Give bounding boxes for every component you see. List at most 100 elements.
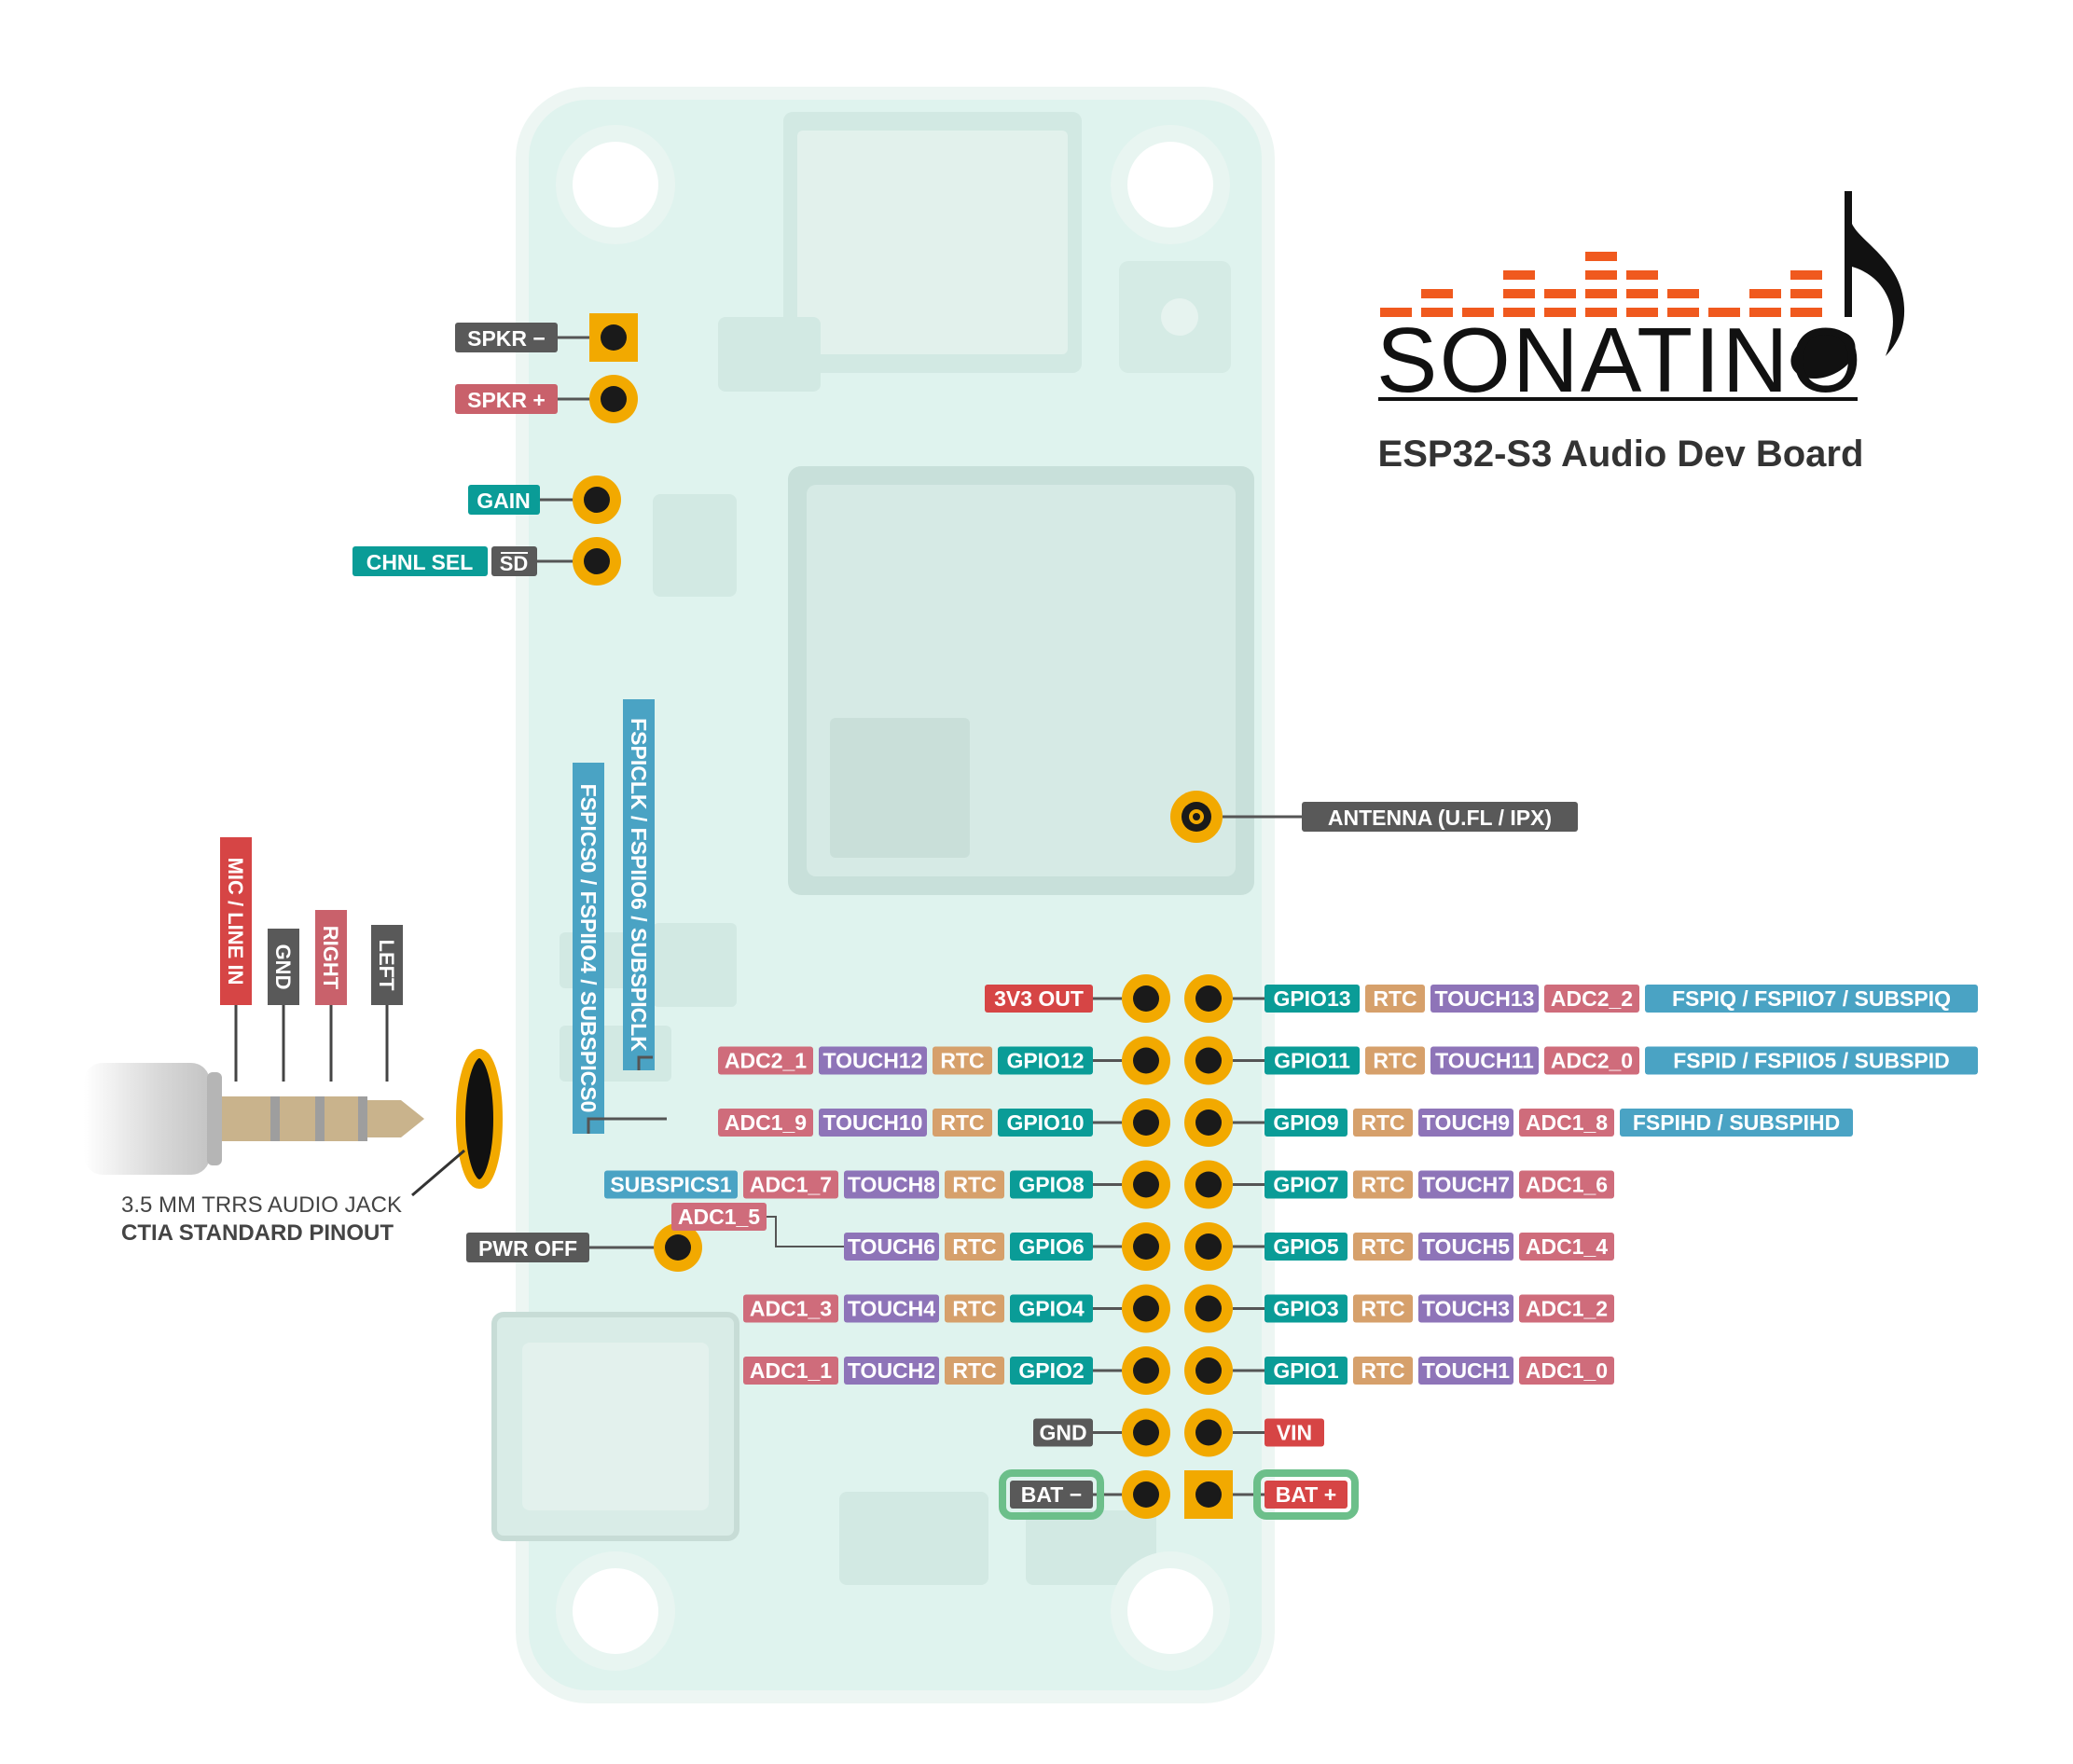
header-pad-hole	[1195, 985, 1222, 1012]
eq-bar-segment	[1749, 308, 1781, 317]
pin-label-right: ADC2_0	[1544, 1046, 1639, 1075]
pin-label-right: RTC	[1353, 1357, 1413, 1385]
pin-label-right: ADC1_0	[1519, 1357, 1614, 1385]
svg-text:TOUCH4: TOUCH4	[848, 1297, 935, 1321]
pin-label-left: TOUCH4	[844, 1294, 939, 1323]
pin-label-left: TOUCH10	[819, 1109, 927, 1137]
label-spkr-minus: SPKR −	[467, 326, 546, 351]
eq-bar-segment	[1585, 270, 1617, 280]
svg-text:BAT −: BAT −	[1021, 1482, 1082, 1507]
svg-text:ADC1_6: ADC1_6	[1526, 1173, 1608, 1197]
label-fspics0: FSPICS0 / FSPIIO4 / SUBSPICS0	[576, 784, 601, 1113]
pin-label-left: TOUCH2	[844, 1357, 939, 1385]
pin-label-left: ADC1_7	[743, 1170, 838, 1199]
svg-text:TOUCH2: TOUCH2	[848, 1358, 935, 1383]
svg-text:RTC: RTC	[952, 1358, 996, 1383]
pin-label-left: ADC1_9	[718, 1109, 813, 1137]
svg-text:ADC1_1: ADC1_1	[750, 1358, 832, 1383]
label-gain: GAIN	[477, 489, 531, 513]
svg-text:RTC: RTC	[940, 1049, 984, 1073]
pin-label-right: FSPIQ / FSPIIO7 / SUBSPIQ	[1645, 985, 1978, 1013]
pin-label-left: TOUCH12	[819, 1046, 927, 1075]
eq-bar-segment	[1544, 289, 1576, 298]
eq-bar-segment	[1503, 289, 1535, 298]
header-pad-hole	[1195, 1295, 1222, 1322]
pin-label-right: RTC	[1365, 985, 1425, 1013]
amp-config-pins: GAIN CHNL SEL SD	[352, 475, 621, 586]
pin-label-right: TOUCH9	[1418, 1109, 1513, 1137]
jack-label-mic: MIC / LINE IN	[224, 858, 247, 985]
pin-label-right: GPIO3	[1265, 1294, 1347, 1323]
pin-label-right: VIN	[1265, 1418, 1324, 1447]
pin-label-right: GPIO1	[1265, 1357, 1347, 1385]
pin-label-right: GPIO13	[1265, 985, 1360, 1013]
svg-text:RTC: RTC	[1361, 1110, 1404, 1135]
header-pad-hole	[1195, 1419, 1222, 1446]
pin-label-left: SUBSPICS1	[604, 1170, 738, 1199]
svg-text:RTC: RTC	[1361, 1297, 1404, 1321]
pin-label-right: TOUCH5	[1418, 1233, 1513, 1261]
svg-text:FSPIQ / FSPIIO7 / SUBSPIQ: FSPIQ / FSPIIO7 / SUBSPIQ	[1672, 986, 1951, 1011]
pin-label-left: GPIO12	[998, 1046, 1093, 1075]
header-pad-hole	[1133, 1109, 1159, 1136]
pin-label-left: RTC	[945, 1357, 1004, 1385]
music-note-head-icon	[1790, 329, 1856, 379]
eq-bar-segment	[1667, 289, 1699, 298]
svg-text:RTC: RTC	[1361, 1358, 1404, 1383]
svg-text:RTC: RTC	[952, 1173, 996, 1197]
svg-text:GPIO8: GPIO8	[1018, 1173, 1085, 1197]
jack-ring1	[325, 1096, 358, 1141]
svg-text:GPIO12: GPIO12	[1006, 1049, 1084, 1073]
svg-text:GPIO1: GPIO1	[1273, 1358, 1339, 1383]
svg-text:TOUCH13: TOUCH13	[1435, 986, 1535, 1011]
eq-bar-segment	[1503, 308, 1535, 317]
pin-label-right: ADC2_2	[1544, 985, 1639, 1013]
svg-text:GPIO10: GPIO10	[1006, 1110, 1084, 1135]
eq-bar-segment	[1585, 308, 1617, 317]
svg-text:TOUCH6: TOUCH6	[848, 1234, 935, 1259]
audio-jack: MIC / LINE IN GND RIGHT LEFT 3.5 MM TRRS…	[84, 837, 503, 1246]
label-fspiclk: FSPICLK / FSPIIO6 / SUBSPICLK	[627, 718, 651, 1052]
eq-bar-segment	[1421, 308, 1453, 317]
svg-text:GPIO2: GPIO2	[1018, 1358, 1084, 1383]
pin-label-left: RTC	[945, 1170, 1004, 1199]
eq-bar-segment	[1626, 289, 1658, 298]
eq-bar-segment	[1790, 270, 1822, 280]
eq-bar-segment	[1790, 308, 1822, 317]
pin-label-right: ADC1_2	[1519, 1294, 1614, 1323]
music-note-icon	[1845, 191, 1905, 356]
pin-label-left: ADC2_1	[718, 1046, 813, 1075]
pin-label-left: GPIO2	[1010, 1357, 1093, 1385]
svg-text:RTC: RTC	[1361, 1234, 1404, 1259]
pin-label-right: GPIO7	[1265, 1170, 1347, 1199]
eq-bar-segment	[1462, 308, 1494, 317]
pin-label-right: TOUCH7	[1418, 1170, 1513, 1199]
svg-text:TOUCH10: TOUCH10	[823, 1110, 923, 1135]
label-pwr-off: PWR OFF	[478, 1236, 577, 1261]
eq-bar-segment	[1380, 308, 1412, 317]
eq-bar-segment	[1626, 308, 1658, 317]
header-pad-hole	[1195, 1357, 1222, 1384]
eq-bar-segment	[1585, 289, 1617, 298]
jack-label-left: LEFT	[375, 940, 398, 992]
pin-label-right: ADC1_4	[1519, 1233, 1614, 1261]
svg-text:GPIO4: GPIO4	[1018, 1297, 1085, 1321]
svg-text:ADC2_2: ADC2_2	[1551, 986, 1633, 1011]
pin-label-right: RTC	[1353, 1109, 1413, 1137]
pin-label-right: RTC	[1353, 1294, 1413, 1323]
pin-label-left: GPIO10	[998, 1109, 1093, 1137]
jack-socket	[456, 1049, 503, 1189]
header-pad-hole	[1133, 985, 1159, 1012]
svg-text:RTC: RTC	[940, 1110, 984, 1135]
pin-label-left: ADC1_3	[743, 1294, 838, 1323]
logo-name: SONATINO	[1376, 309, 1861, 411]
svg-text:ADC1_9: ADC1_9	[725, 1110, 807, 1135]
jack-sleeve	[222, 1096, 270, 1141]
pin-label-right: RTC	[1353, 1170, 1413, 1199]
svg-text:ADC2_1: ADC2_1	[725, 1049, 807, 1073]
eq-bar-segment	[1544, 308, 1576, 317]
svg-text:SUBSPICS1: SUBSPICS1	[610, 1173, 732, 1197]
pin-label-left: BAT −	[999, 1469, 1104, 1520]
svg-text:TOUCH1: TOUCH1	[1422, 1358, 1510, 1383]
